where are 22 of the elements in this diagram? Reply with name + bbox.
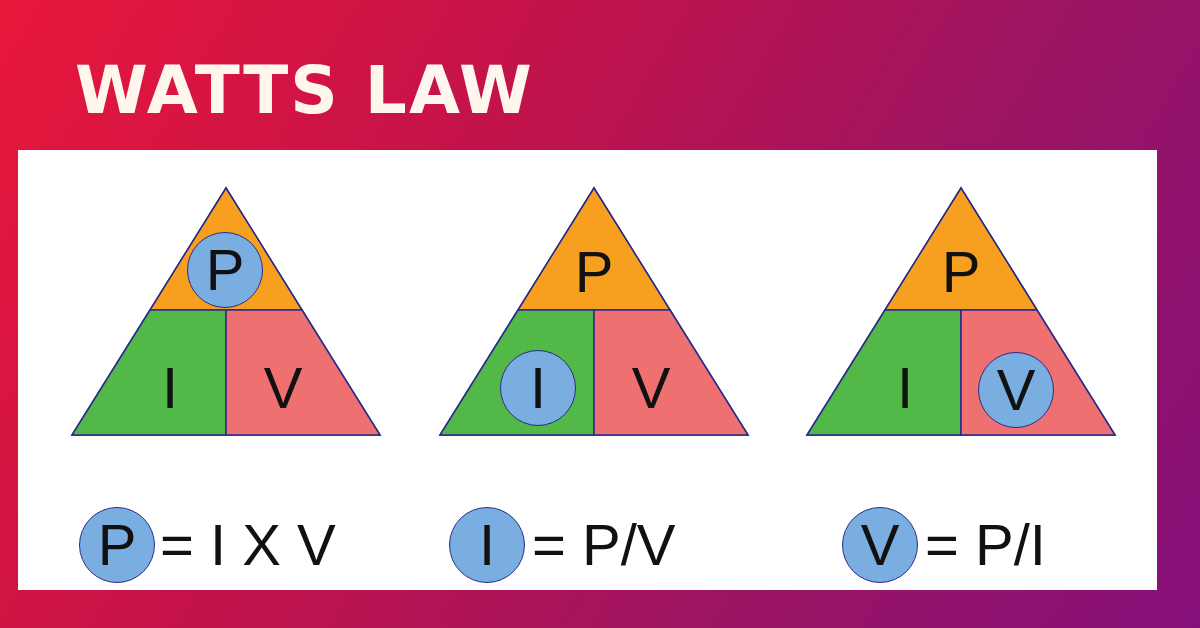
variable-letter: P	[574, 243, 614, 301]
triangle-section	[72, 310, 226, 435]
variable-letter: V	[263, 359, 303, 417]
formula-text: = P/V	[532, 516, 676, 574]
variable-letter: I	[161, 359, 179, 417]
formula-text: = P/I	[925, 516, 1046, 574]
triangle-section	[440, 310, 594, 435]
triangle-section	[961, 310, 1115, 435]
formula-text: = I X V	[160, 516, 336, 574]
triangle-section	[594, 310, 748, 435]
variable-letter: V	[631, 359, 671, 417]
triangle-section	[150, 188, 302, 310]
formula-triangle	[807, 188, 1115, 435]
triangle-section	[518, 188, 670, 310]
triangle-section	[885, 188, 1037, 310]
triangle-section	[226, 310, 380, 435]
variable-letter: I	[896, 359, 914, 417]
title: WATTS LAW	[75, 52, 534, 129]
formula-triangle	[440, 188, 748, 435]
formula-triangle	[72, 188, 380, 435]
triangle-section	[807, 310, 961, 435]
variable-letter: P	[941, 243, 981, 301]
